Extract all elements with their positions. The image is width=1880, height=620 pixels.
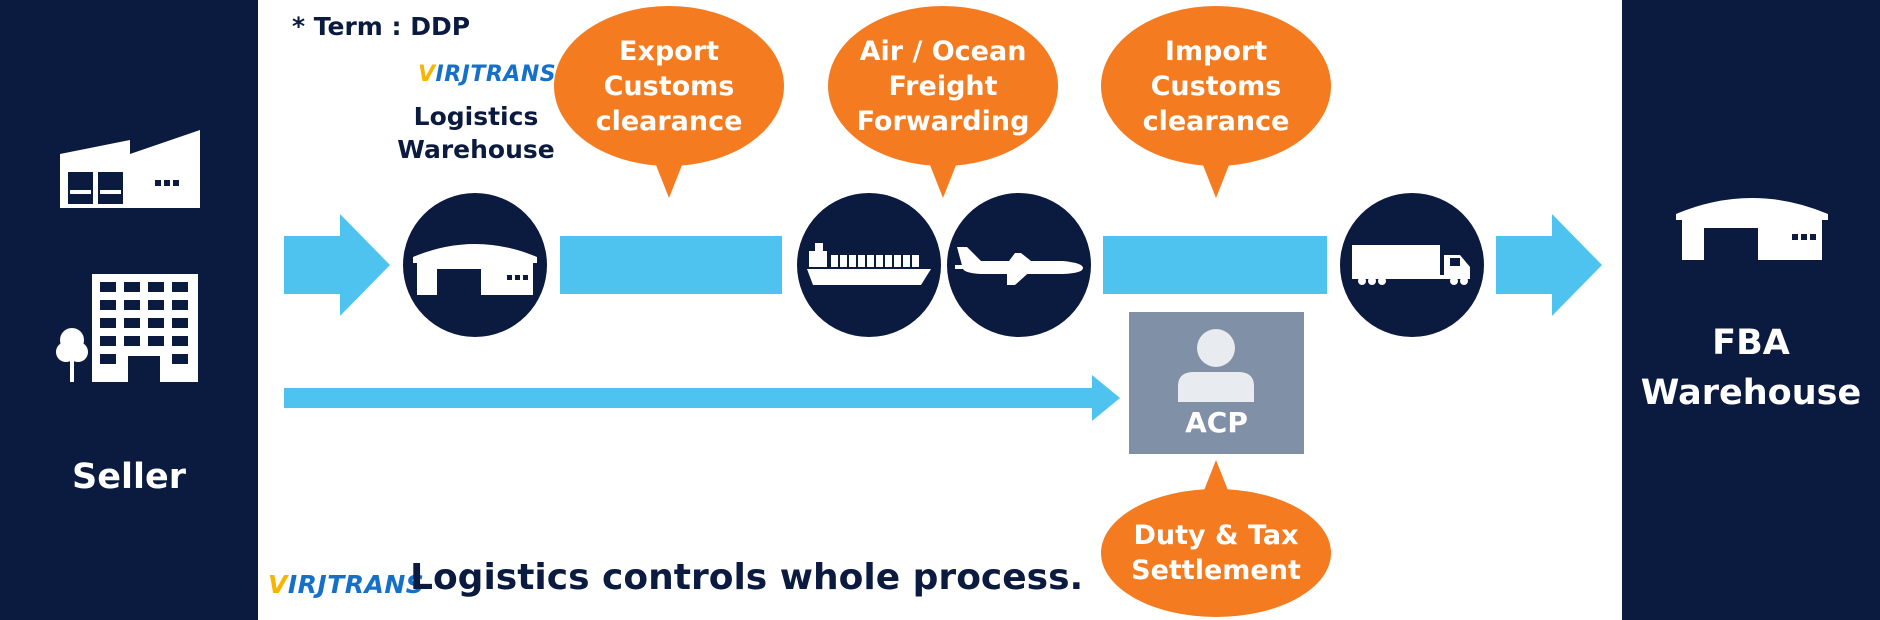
brand-logo-footer: VIRJTRANS [268, 570, 425, 599]
segment-bar-2 [1103, 236, 1327, 294]
warehouse-label: Logistics Warehouse [392, 100, 560, 166]
term-note: * Term : DDP [292, 12, 471, 41]
bubble-export-line2: Customs [603, 70, 735, 102]
direct-acp-arrow [284, 375, 1120, 421]
bubble-duty-line1: Duty & Tax [1133, 520, 1299, 551]
seller-label: Seller [72, 457, 186, 497]
warehouse-circle [403, 193, 547, 337]
bubble-import-line2: Customs [1150, 70, 1282, 102]
cargo-ship-icon [807, 243, 931, 285]
bubble-freight-shape [828, 6, 1058, 198]
office-building-icon [56, 274, 198, 382]
brand-logo-top: VIRJTRANS [418, 62, 557, 87]
bubble-freight-line2: Freight [888, 70, 998, 102]
bubble-freight-line1: Air / Ocean [859, 35, 1027, 67]
acp-label: ACP [1185, 406, 1248, 439]
entry-arrow [284, 214, 390, 316]
bubble-export: Export Customs clearance [569, 31, 769, 141]
truck-icon [1352, 245, 1470, 285]
bubble-import-line1: Import [1164, 35, 1268, 67]
truck-circle [1340, 193, 1484, 337]
bubble-import-shape [1101, 6, 1331, 198]
ship-circle [797, 193, 941, 337]
fba-label-line1: FBA [1712, 323, 1790, 363]
bubble-duty-line2: Settlement [1131, 555, 1301, 586]
bubble-duty-shape [1101, 460, 1331, 617]
tree-icon [56, 328, 88, 382]
bubble-export-line1: Export [619, 35, 719, 67]
bubble-import: Import Customs clearance [1116, 31, 1316, 141]
fba-panel: FBA Warehouse [1622, 0, 1880, 620]
factory-icon [60, 130, 200, 208]
bubble-export-shape [554, 6, 784, 198]
person-icon [1178, 329, 1254, 402]
bubble-freight-line3: Forwarding [856, 105, 1030, 137]
warehouse-icon [413, 244, 537, 295]
acp-box: ACP [1129, 312, 1304, 454]
warehouse-label-line2: Warehouse [397, 135, 555, 164]
airplane-icon [955, 247, 1083, 285]
exit-arrow [1496, 214, 1602, 316]
warehouse-label-line1: Logistics [413, 102, 539, 131]
plane-circle [947, 193, 1091, 337]
bubble-duty: Duty & Tax Settlement [1106, 515, 1326, 591]
footer-tagline: Logistics controls whole process. [410, 557, 1084, 598]
segment-bar-1 [560, 236, 782, 294]
bubble-import-line3: clearance [1142, 105, 1290, 137]
fba-label-line2: Warehouse [1640, 373, 1862, 413]
seller-panel: Seller [0, 0, 258, 620]
bubble-export-line3: clearance [595, 105, 743, 137]
bubble-freight: Air / Ocean Freight Forwarding [843, 31, 1043, 141]
fba-warehouse-icon [1676, 198, 1828, 260]
